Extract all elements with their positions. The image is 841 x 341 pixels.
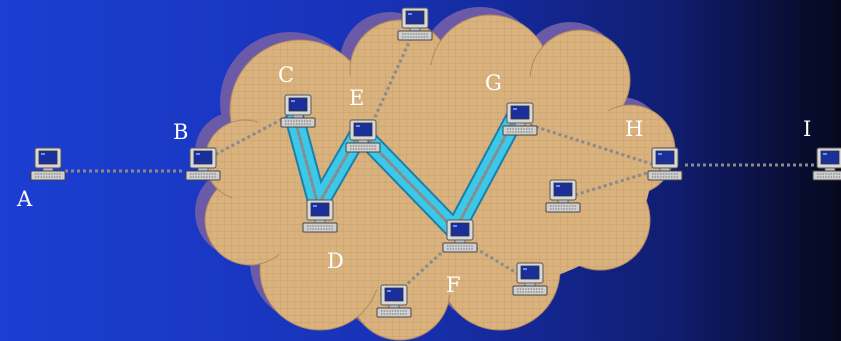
label-d: D bbox=[327, 249, 344, 273]
link-g-h bbox=[529, 123, 656, 167]
link-b-c bbox=[204, 113, 291, 162]
cloud-body bbox=[230, 65, 650, 295]
link-f-bottom-right bbox=[469, 243, 521, 277]
computer-i-icon bbox=[812, 147, 841, 181]
computer-a-icon bbox=[30, 147, 66, 181]
link-h-right-mid bbox=[574, 170, 651, 197]
computer-f-icon bbox=[442, 219, 478, 253]
computer-right-mid-icon bbox=[545, 179, 581, 213]
label-i: I bbox=[803, 117, 811, 141]
label-c: C bbox=[278, 63, 294, 87]
computer-h-icon bbox=[647, 147, 683, 181]
label-a: A bbox=[16, 187, 33, 211]
computer-bottom-right-icon bbox=[512, 262, 548, 296]
computer-c-icon bbox=[280, 94, 316, 128]
computer-top-icon bbox=[397, 7, 433, 41]
label-b: B bbox=[173, 120, 188, 144]
computer-b-icon bbox=[185, 147, 221, 181]
label-g: G bbox=[485, 71, 502, 95]
label-f: F bbox=[446, 273, 461, 297]
computer-d-icon bbox=[302, 199, 338, 233]
link-e-top bbox=[368, 39, 412, 129]
label-h: H bbox=[625, 117, 643, 141]
computer-g-icon bbox=[502, 102, 538, 136]
label-e: E bbox=[349, 86, 364, 110]
computer-e-icon bbox=[345, 119, 381, 153]
computer-bottom-left-icon bbox=[376, 284, 412, 318]
node-labels: A B C D E F G H I bbox=[16, 63, 811, 297]
